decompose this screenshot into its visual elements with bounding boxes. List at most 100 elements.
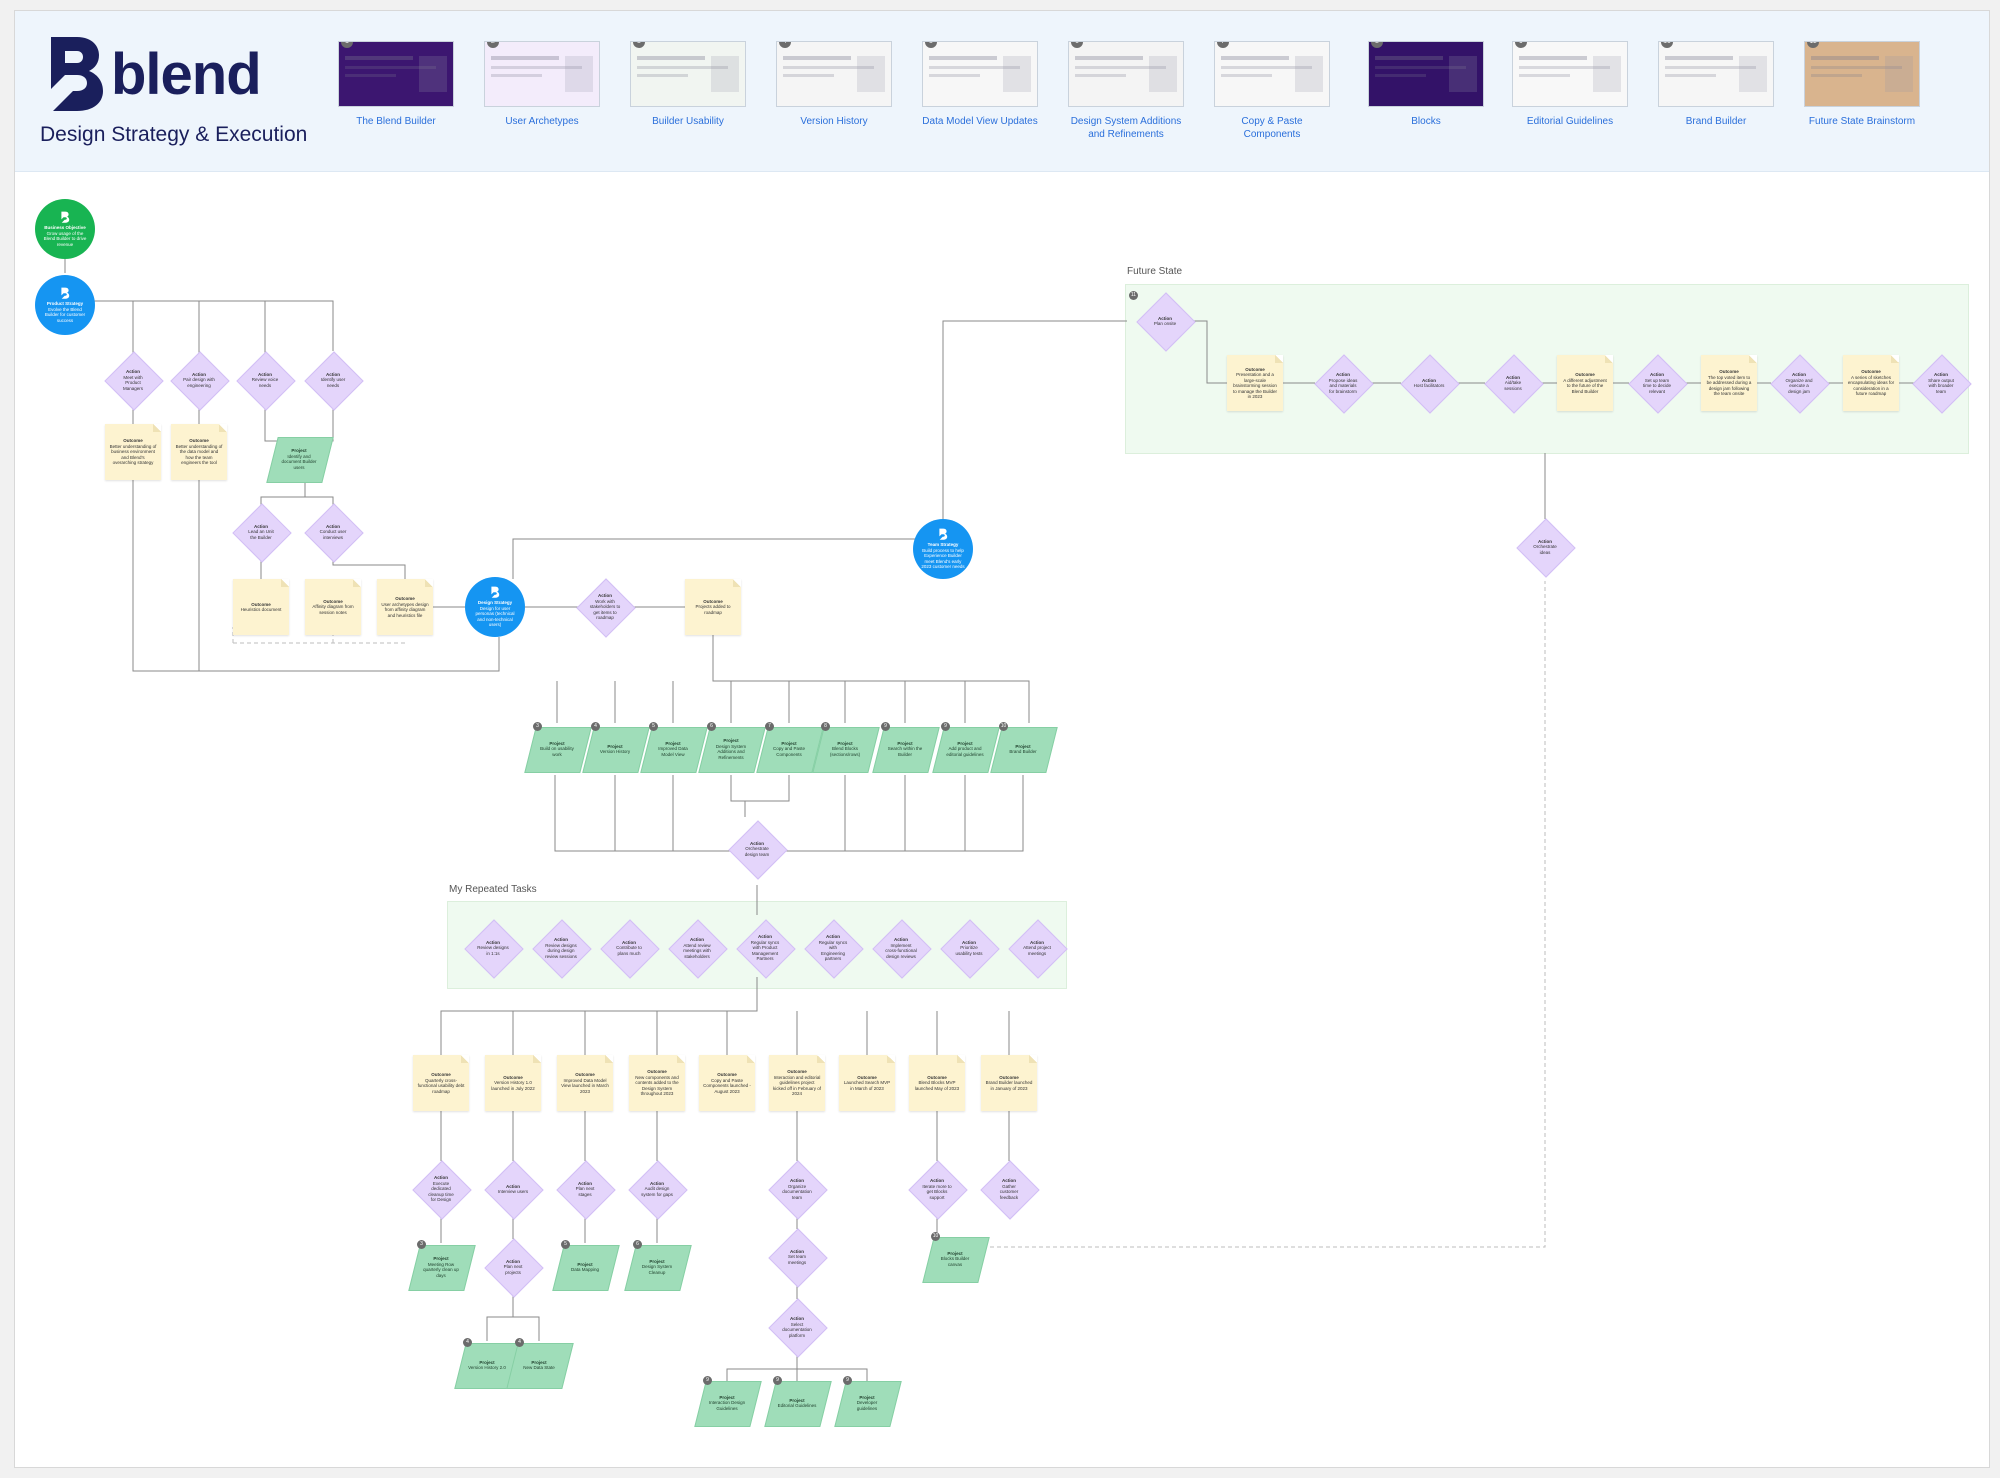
node-heading: Project [719, 1394, 735, 1400]
connector-line [785, 775, 1024, 852]
project-number-badge: 5 [649, 722, 658, 731]
node-text: Copy and Paste Components [772, 746, 806, 757]
node-heading: Action [758, 934, 772, 940]
node-text: User archetypes design from affinity dia… [381, 601, 429, 618]
node-text: Conduct user interviews [319, 529, 347, 540]
thumbnail-label[interactable]: Data Model View Updates [922, 116, 1038, 127]
node-heading: Action [326, 523, 340, 529]
node-heading: Action [750, 840, 764, 846]
thumbnail-label[interactable]: Future State Brainstorm [1808, 116, 1916, 127]
node-text: Presentation and a large-scale brainstor… [1232, 372, 1278, 399]
node-text: Interview users [497, 1189, 529, 1194]
project-number-badge: 10 [931, 1232, 940, 1241]
node-text: New components and contents added to the… [635, 1074, 679, 1097]
node-text: Audit design system for gaps [641, 1186, 673, 1197]
node-heading: Action [1506, 374, 1520, 380]
thumbnail-label[interactable]: Blocks [1411, 116, 1441, 127]
node-heading: Action [258, 371, 272, 377]
node-text: A different adjustment to the future of … [1563, 377, 1607, 394]
future-state-title: Future State [1127, 266, 1183, 277]
node-heading: Project [897, 740, 913, 746]
thumbnail-label[interactable]: The Blend Builder [356, 116, 436, 127]
thumbnail-image[interactable]: 4 [776, 41, 892, 107]
connector-lines [64, 243, 1915, 1381]
thumbnail-image[interactable]: 11 [1804, 41, 1920, 107]
node-heading: Project [723, 738, 739, 743]
node-heading: Project [837, 740, 853, 746]
node-heading: Action [554, 937, 568, 942]
node-heading: Action [254, 523, 268, 529]
thumbnail-image[interactable]: 8 [1368, 41, 1484, 107]
node-heading: Project [291, 448, 307, 453]
node-text: Attend review meetings with stakeholders [683, 942, 711, 959]
thumbnail-label[interactable]: Design System Additions and Refinements [1070, 116, 1182, 140]
project-number-badge: 9 [773, 1376, 782, 1385]
thumbnail-label[interactable]: Editorial Guidelines [1526, 116, 1614, 127]
node-text: Better understanding of the data model a… [175, 443, 223, 466]
thumbnail-image[interactable]: 6 [1068, 41, 1184, 107]
blend-mark-icon [939, 528, 948, 540]
thumbnail-image[interactable]: 10 [1658, 41, 1774, 107]
node-heading: Action [962, 939, 976, 945]
thumbnail-image[interactable]: 5 [922, 41, 1038, 107]
node-heading: Outcome [251, 601, 271, 607]
node-text: Data Mapping [570, 1267, 600, 1272]
node-heading: Action [486, 939, 500, 945]
node-heading: Outcome [1575, 372, 1595, 377]
thumbnail-label[interactable]: Version History [800, 116, 868, 127]
node-heading: Action [894, 937, 908, 942]
thumbnail-number: 8 [1371, 42, 1383, 48]
thumbnail-image[interactable]: 9 [1512, 41, 1628, 107]
thumbnail-image[interactable]: 2 [484, 41, 600, 107]
thumbnail-image[interactable]: 7 [1214, 41, 1330, 107]
node-text: Gather customer feedback [999, 1183, 1019, 1200]
node-text: Orchestrate ideas [1533, 544, 1557, 555]
node-heading: Action [1934, 372, 1948, 377]
thumbnail-label[interactable]: User Archetypes [505, 116, 579, 127]
node-text: Orchestrate design team [744, 846, 770, 857]
node-heading: Project [433, 1256, 449, 1261]
blend-mark-icon [61, 211, 70, 223]
thumbnail-image[interactable]: 1 [338, 41, 454, 107]
node-text: Build on usability work [540, 746, 574, 757]
thumbnail-label[interactable]: Copy & Paste Components [1241, 116, 1303, 140]
node-heading: Project [781, 740, 797, 746]
thumbnail-image[interactable]: 3 [630, 41, 746, 107]
node-heading: Action [790, 1178, 804, 1183]
thumbnail-label[interactable]: Brand Builder [1685, 116, 1747, 127]
node-heading: Business Objective [44, 225, 86, 230]
thumbnail-label[interactable]: Builder Usability [652, 116, 724, 127]
